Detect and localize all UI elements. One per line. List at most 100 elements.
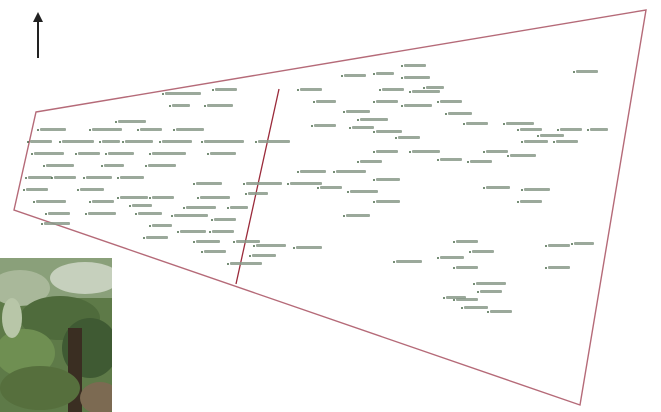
species-label-mark <box>140 128 162 131</box>
species-label-mark <box>120 196 148 199</box>
tree-location-marker <box>201 141 203 143</box>
tree-location-marker <box>517 201 519 203</box>
plot-divider-line <box>235 88 280 285</box>
species-label-mark <box>506 122 534 125</box>
species-label-mark <box>376 72 394 75</box>
tree-location-marker <box>453 299 455 301</box>
species-label-mark <box>520 128 542 131</box>
species-label-mark <box>102 140 120 143</box>
species-label-mark <box>376 200 400 203</box>
species-label-mark <box>174 214 208 217</box>
tree-location-marker <box>483 187 485 189</box>
tree-location-marker <box>401 105 403 107</box>
species-label-mark <box>548 266 570 269</box>
species-label-mark <box>404 104 432 107</box>
tree-location-marker <box>105 153 107 155</box>
species-label-mark <box>40 128 66 131</box>
tree-location-marker <box>347 191 349 193</box>
species-label-mark <box>376 178 400 181</box>
species-label-mark <box>54 176 76 179</box>
species-label-mark <box>524 188 550 191</box>
species-label-mark <box>62 140 94 143</box>
species-label-mark <box>146 236 168 239</box>
tree-location-marker <box>445 113 447 115</box>
species-label-mark <box>336 170 366 173</box>
tree-location-marker <box>423 87 425 89</box>
species-label-mark <box>236 240 260 243</box>
species-label-mark <box>186 206 216 209</box>
species-label-mark <box>376 150 398 153</box>
species-label-mark <box>48 212 70 215</box>
species-label-group <box>23 64 608 313</box>
tree-location-marker <box>245 193 247 195</box>
tree-location-marker <box>537 135 539 137</box>
tree-location-marker <box>467 161 469 163</box>
species-label-mark <box>398 136 420 139</box>
species-label-mark <box>152 224 172 227</box>
species-label-mark <box>34 152 64 155</box>
species-label-mark <box>426 86 444 89</box>
species-label-mark <box>44 222 70 225</box>
tree-location-marker <box>25 177 27 179</box>
species-label-mark <box>440 100 462 103</box>
species-label-mark <box>204 140 244 143</box>
species-label-mark <box>80 188 104 191</box>
species-label-mark <box>162 140 192 143</box>
species-label-mark <box>472 250 494 253</box>
tree-location-marker <box>115 121 117 123</box>
tree-location-marker <box>85 213 87 215</box>
species-label-mark <box>296 246 322 249</box>
tree-location-marker <box>461 307 463 309</box>
tree-location-marker <box>373 179 375 181</box>
tree-location-marker <box>463 123 465 125</box>
tree-location-marker <box>143 237 145 239</box>
tree-location-marker <box>545 245 547 247</box>
tree-location-marker <box>587 129 589 131</box>
tree-location-marker <box>373 151 375 153</box>
species-label-mark <box>172 104 190 107</box>
species-label-mark <box>28 176 52 179</box>
tree-location-marker <box>101 165 103 167</box>
species-label-mark <box>548 244 570 247</box>
tree-location-marker <box>193 183 195 185</box>
tree-location-marker <box>117 197 119 199</box>
species-label-mark <box>246 182 282 185</box>
species-label-mark <box>466 122 488 125</box>
species-label-mark <box>360 160 382 163</box>
species-label-mark <box>382 88 404 91</box>
tree-location-marker <box>545 267 547 269</box>
species-label-mark <box>300 170 326 173</box>
species-label-mark <box>180 230 206 233</box>
tree-location-marker <box>341 75 343 77</box>
tree-location-marker <box>409 91 411 93</box>
tree-location-marker <box>317 187 319 189</box>
tree-location-marker <box>31 153 33 155</box>
species-label-mark <box>92 200 114 203</box>
species-label-mark <box>230 206 248 209</box>
species-label-mark <box>456 266 478 269</box>
species-label-mark <box>210 152 236 155</box>
tree-location-marker <box>135 213 137 215</box>
tree-location-marker <box>171 215 173 217</box>
tree-location-marker <box>401 65 403 67</box>
tree-location-marker <box>343 215 345 217</box>
tree-location-marker <box>437 257 439 259</box>
tree-location-marker <box>193 241 195 243</box>
species-label-mark <box>104 164 124 167</box>
species-label-mark <box>404 64 426 67</box>
tree-location-marker <box>313 101 315 103</box>
tree-location-marker <box>373 73 375 75</box>
tree-location-marker <box>453 267 455 269</box>
species-label-mark <box>350 190 378 193</box>
tree-location-marker <box>211 219 213 221</box>
species-label-mark <box>26 188 48 191</box>
tree-location-marker <box>297 171 299 173</box>
species-label-mark <box>486 150 508 153</box>
species-label-mark <box>576 70 598 73</box>
species-label-mark <box>256 244 286 247</box>
tree-location-marker <box>249 255 251 257</box>
tree-location-marker <box>373 131 375 133</box>
tree-location-marker <box>349 127 351 129</box>
species-label-mark <box>252 254 276 257</box>
